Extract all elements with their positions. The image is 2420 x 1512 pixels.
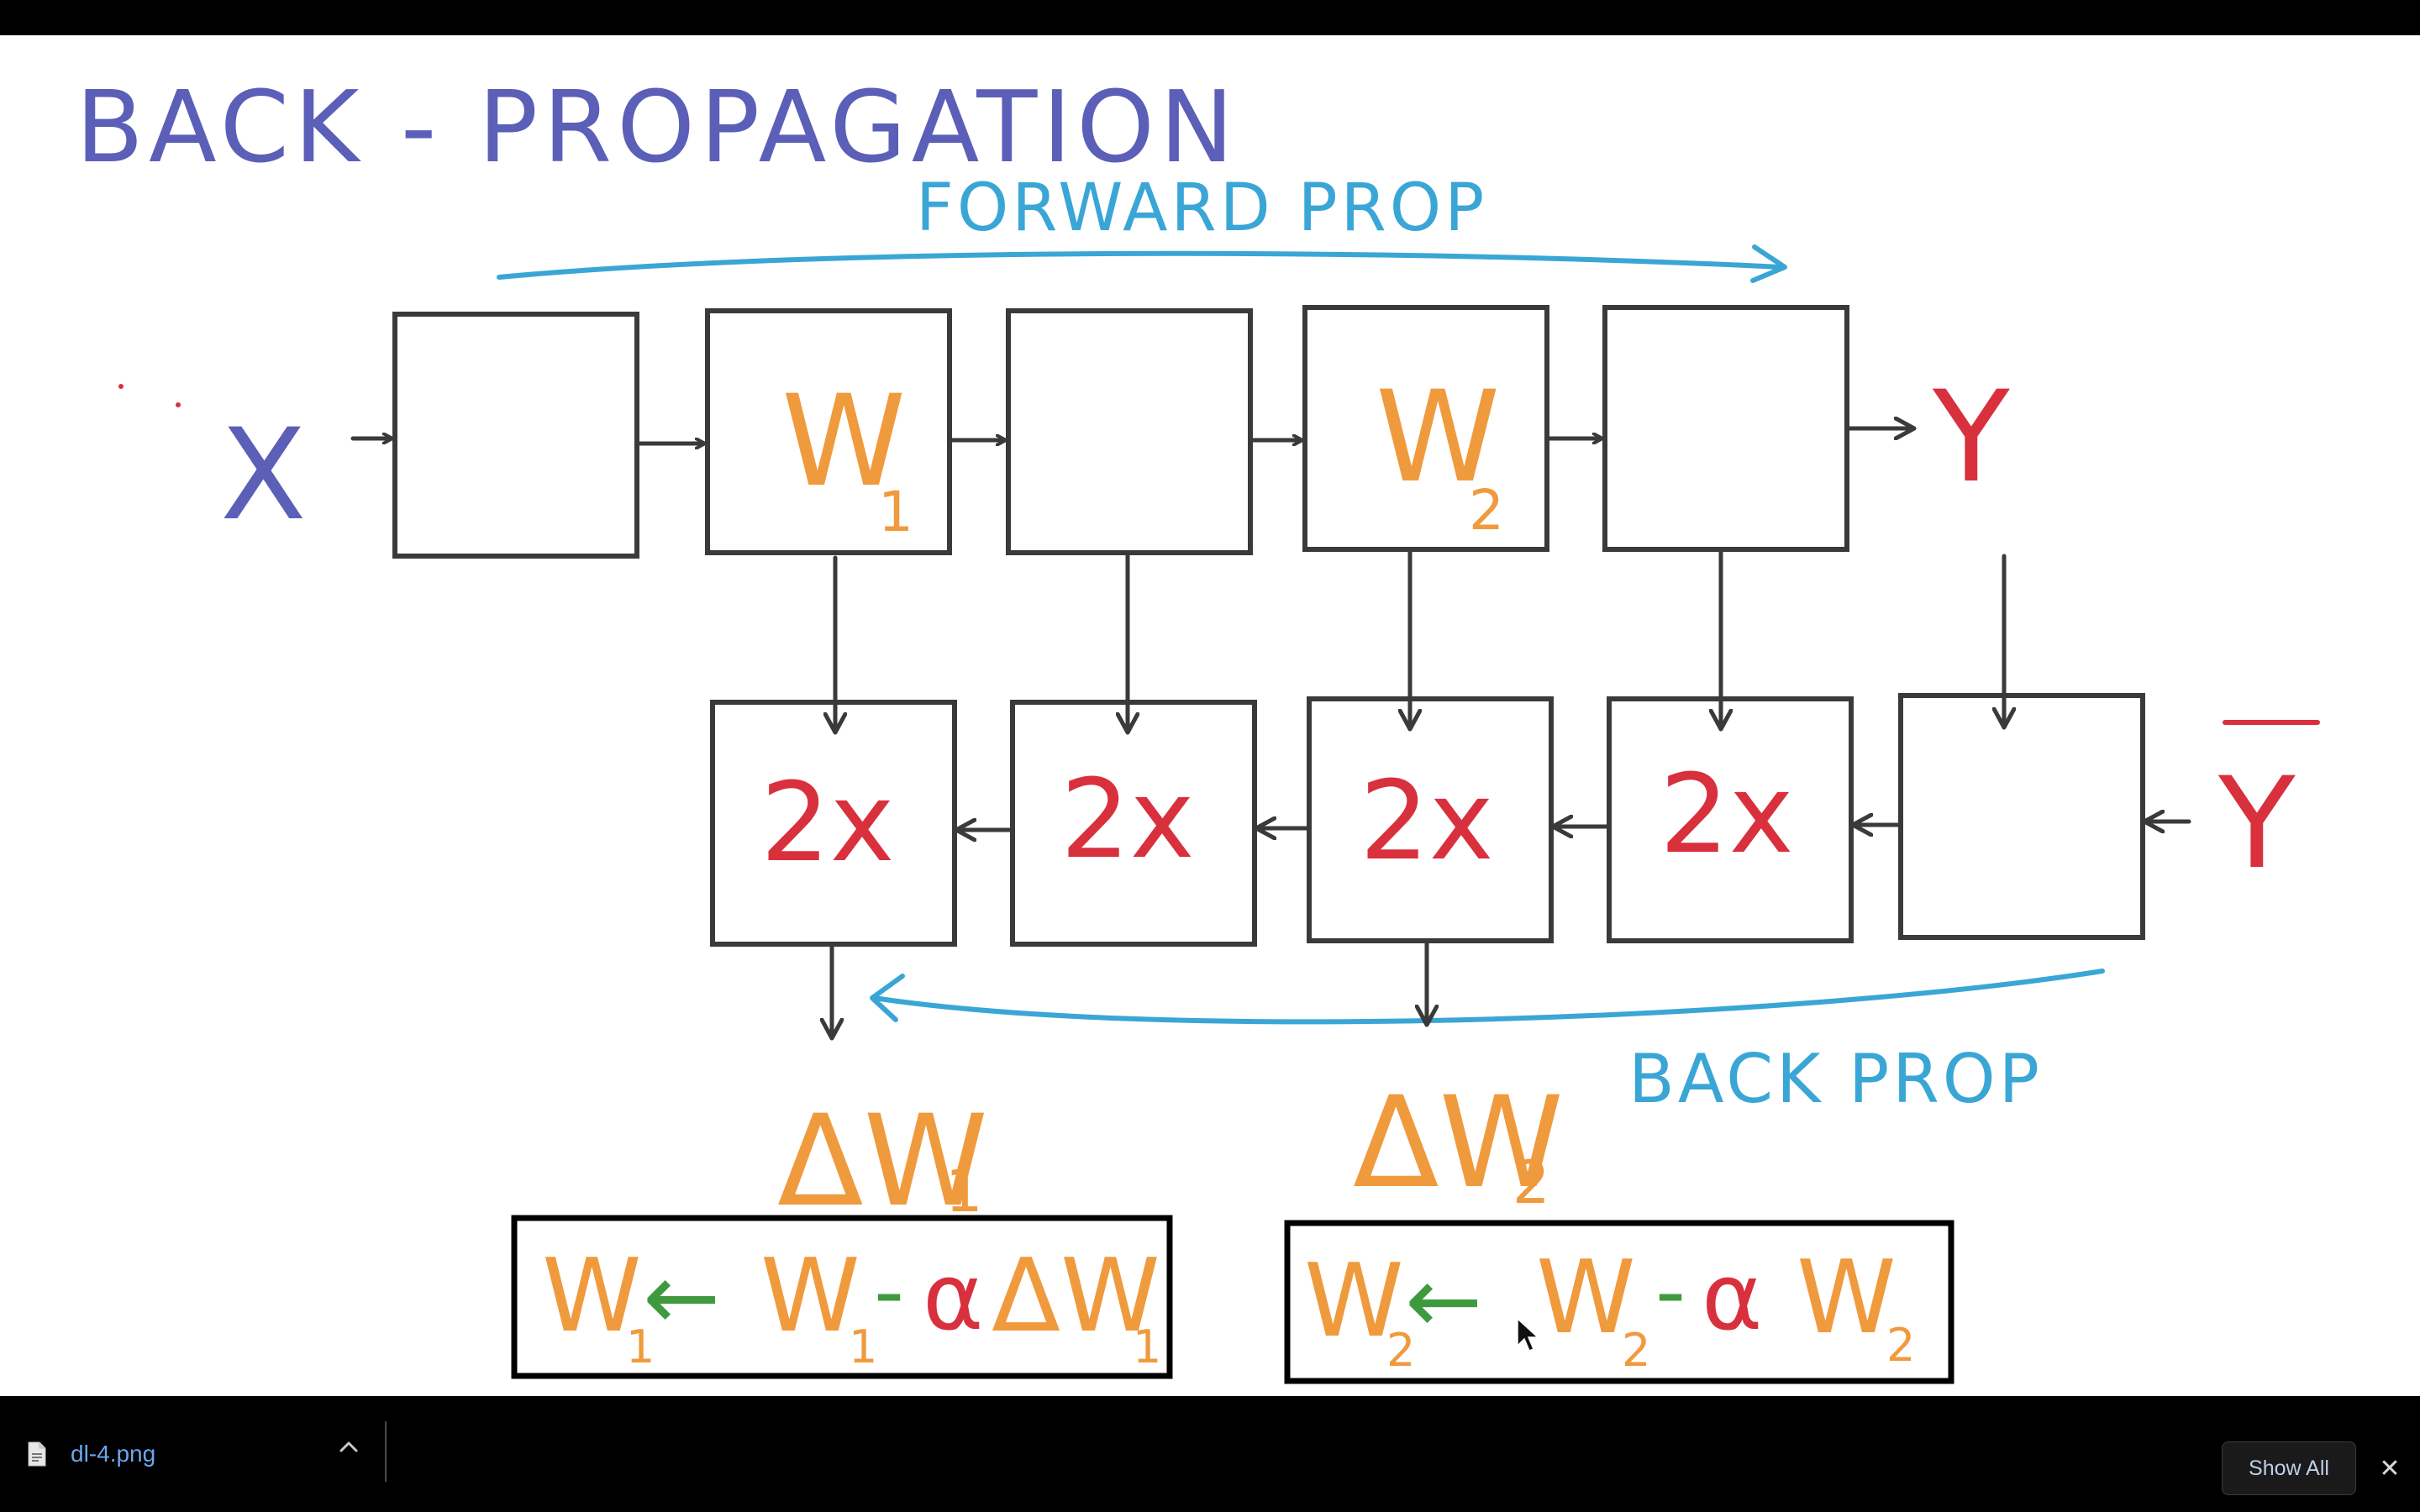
u1-minus: - [874,1242,904,1341]
stray-dot [176,402,181,407]
close-icon[interactable]: ✕ [2379,1453,2401,1483]
update-rule-1: W 1 ← W 1 - α ΔW 1 [542,1238,1161,1373]
back-prop-arrow [871,969,2105,1025]
back-prop-label: BACK PROP [1628,1040,2043,1118]
u1-lhs: W [542,1238,642,1355]
delta-w2-subscript: 2 [1512,1148,1550,1217]
weight-w2: W [1376,365,1500,511]
diagram-title: BACK - PROPAGATION [76,69,1239,185]
bottom-box-5 [1898,693,2145,940]
input-x-label: X [220,402,307,549]
u2-rhs-last-sub: 2 [1886,1319,1915,1372]
diagram-canvas: BACK - PROPAGATION FORWARD PROP X W 1 [0,35,2420,1396]
target-y-label: Y [2217,751,2296,897]
stray-dot [118,384,124,389]
forward-prop-arrow [497,250,1782,280]
derivative-box-4: 2x [1660,750,1794,878]
download-shelf: dl-4.png Show All ✕ [0,1396,2420,1512]
download-file-name[interactable]: dl-4.png [71,1441,156,1467]
u1-rhs-delta: ΔW [992,1238,1160,1355]
mouse-cursor-icon [1517,1317,1539,1352]
top-row [392,305,1849,559]
top-box-1 [392,312,639,559]
derivative-box-2: 2x [1060,755,1195,883]
u2-lhs: W [1304,1243,1404,1360]
chevron-up-icon[interactable] [336,1430,361,1463]
u1-rhs-delta-sub: 1 [1133,1320,1161,1373]
show-all-button[interactable]: Show All [2222,1441,2356,1495]
weight-w1-subscript: 1 [878,480,913,544]
u2-minus: - [1655,1242,1686,1341]
u2-rhs-w: W [1536,1240,1636,1357]
u1-rhs-w: W [760,1238,860,1355]
u1-alpha: α [923,1243,984,1351]
update-rule-2: W 2 ← W 2 - α W 2 [1304,1240,1915,1377]
u2-arrow: ← [1405,1247,1482,1354]
u2-rhs-w-sub: 2 [1622,1324,1650,1377]
derivative-box-3: 2x [1360,757,1494,885]
delta-w2-label: ΔW [1353,1070,1564,1216]
top-box-2 [705,308,952,555]
forward-prop-arrowhead [1750,244,1787,283]
u2-rhs-last: W [1797,1240,1897,1357]
u2-alpha: α [1702,1243,1763,1351]
top-box-3 [1006,308,1253,555]
backprop-diagram: BACK - PROPAGATION FORWARD PROP X W 1 [76,69,2320,1384]
weight-w2-subscript: 2 [1469,478,1504,543]
top-box-4 [1302,305,1549,552]
delta-w1-subscript: 1 [945,1157,983,1226]
weight-w1: W [781,369,906,515]
document-icon [27,1441,47,1467]
top-box-5 [1602,305,1849,552]
derivative-box-1: 2x [760,759,895,886]
u1-rhs-w-sub: 1 [849,1320,877,1373]
top-bar [0,0,2420,35]
download-item[interactable]: dl-4.png [27,1425,155,1483]
u1-lhs-sub: 1 [626,1320,655,1373]
forward-prop-label: FORWARD PROP [916,171,1487,246]
update-box-2 [1284,1220,1954,1384]
delta-w1-label: ΔW [777,1089,988,1235]
update-box-1 [511,1215,1173,1379]
shelf-divider [385,1421,387,1482]
u1-arrow: ← [643,1243,720,1351]
output-y-label: Y [1932,365,2010,511]
u2-lhs-sub: 2 [1386,1324,1415,1377]
back-prop-arrowhead [870,974,905,1022]
